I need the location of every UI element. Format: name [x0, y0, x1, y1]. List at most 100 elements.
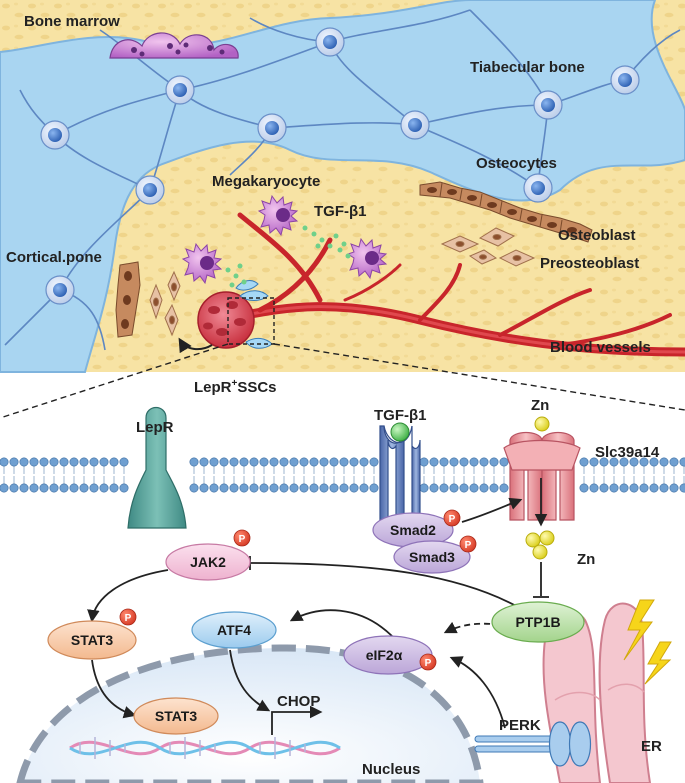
lipid-head [19, 457, 29, 467]
lipid-head [109, 457, 119, 467]
lipid-head [489, 483, 499, 493]
label-tgf-b1-top: TGF-β1 [314, 203, 367, 220]
label-bone-marrow: Bone marrow [24, 13, 120, 30]
lipid-head [9, 457, 19, 467]
lipid-head [429, 457, 439, 467]
lipid-head [669, 457, 679, 467]
svg-text:P: P [125, 613, 132, 624]
node-stat3-nucleus: STAT3 [133, 697, 219, 735]
zn-ions [525, 416, 555, 560]
osteocyte-cell [315, 27, 345, 57]
lipid-head [649, 483, 659, 493]
lipid-head [249, 457, 259, 467]
label-perk: PERK [499, 717, 541, 734]
lipid-head [679, 483, 685, 493]
label-nucleus: Nucleus [362, 761, 420, 778]
label-slc39a14: Slc39a14 [595, 444, 660, 461]
lipid-head [639, 483, 649, 493]
ssc-cells [149, 270, 181, 337]
lipid-head [239, 483, 249, 493]
node-jak2: JAK2 P [165, 529, 251, 581]
phospho-badge [119, 608, 137, 626]
osteocyte-cell [400, 110, 430, 140]
lipid-head [359, 457, 369, 467]
lipid-head [639, 457, 649, 467]
svg-text:ATF4: ATF4 [217, 622, 251, 638]
lipid-head [579, 457, 589, 467]
cell-membrane [0, 457, 685, 493]
lipid-head [319, 483, 329, 493]
megakaryocyte-cell [181, 242, 223, 285]
lipid-head [619, 457, 629, 467]
megakaryocyte-cell [346, 237, 388, 280]
lipid-head [99, 457, 109, 467]
phospho-badge [233, 529, 251, 547]
lipid-head [469, 483, 479, 493]
lipid-head [349, 483, 359, 493]
blood-vessels [227, 212, 685, 357]
lipid-head [109, 483, 119, 493]
lipid-head [599, 483, 609, 493]
lipid-head [419, 483, 429, 493]
node-smad2: Smad2 P [372, 509, 461, 548]
label-lepr: LepR [136, 419, 174, 436]
lipid-head [449, 483, 459, 493]
svg-text:Smad2: Smad2 [390, 522, 436, 538]
svg-text:P: P [465, 540, 472, 551]
nucleus [16, 644, 484, 783]
lipid-head [39, 483, 49, 493]
osteoblast-lining [419, 181, 593, 243]
lipid-head [429, 483, 439, 493]
lipid-head [669, 483, 679, 493]
lipid-head [29, 457, 39, 467]
lipid-head [289, 457, 299, 467]
lipid-head [369, 457, 379, 467]
lipid-head [329, 457, 339, 467]
lipid-head [219, 457, 229, 467]
lipid-head [599, 457, 609, 467]
lipid-head [499, 483, 509, 493]
lipid-head [209, 483, 219, 493]
lipid-head [59, 457, 69, 467]
signaling-panel: JAK2 P Smad2 P Smad3 P STAT3 P STAT3 [0, 397, 685, 783]
lipid-head [189, 457, 199, 467]
lipid-head [579, 483, 589, 493]
tgf-b1-particles [225, 225, 351, 288]
lipid-head [69, 483, 79, 493]
svg-text:eIF2α: eIF2α [366, 647, 403, 663]
lipid-head [199, 457, 209, 467]
lipid-head [199, 483, 209, 493]
osteocyte-cell [135, 175, 165, 205]
phospho-badge [459, 535, 477, 553]
lipid-head [459, 457, 469, 467]
label-cortical-bone: Cortical.pone [6, 249, 102, 266]
lipid-head [659, 457, 669, 467]
perk-receptor [474, 721, 591, 767]
lipid-head [339, 483, 349, 493]
osteocyte-cell [533, 90, 563, 120]
label-tgf-b1-receptor: TGF-β1 [374, 407, 427, 424]
svg-text:STAT3: STAT3 [155, 708, 197, 724]
lipid-head [239, 457, 249, 467]
lipid-head [219, 483, 229, 493]
lipid-head [229, 483, 239, 493]
stress-lightning-icon [623, 599, 672, 685]
label-osteocytes: Osteocytes [476, 155, 557, 172]
lipid-head [479, 483, 489, 493]
lipid-head [9, 483, 19, 493]
lipid-head [49, 457, 59, 467]
lipid-head [59, 483, 69, 493]
lipid-head [269, 457, 279, 467]
osteocyte-cell [523, 173, 553, 203]
label-trabecular-bone: Tiabecular bone [470, 59, 585, 76]
lipid-head [339, 457, 349, 467]
lipid-head [229, 457, 239, 467]
osteocyte-cell [257, 113, 287, 143]
lipid-head [589, 457, 599, 467]
megakaryocytes [181, 194, 388, 285]
lipid-head [19, 483, 29, 493]
dna-helix [69, 737, 341, 759]
lipid-head [259, 483, 269, 493]
lipid-head [69, 457, 79, 467]
